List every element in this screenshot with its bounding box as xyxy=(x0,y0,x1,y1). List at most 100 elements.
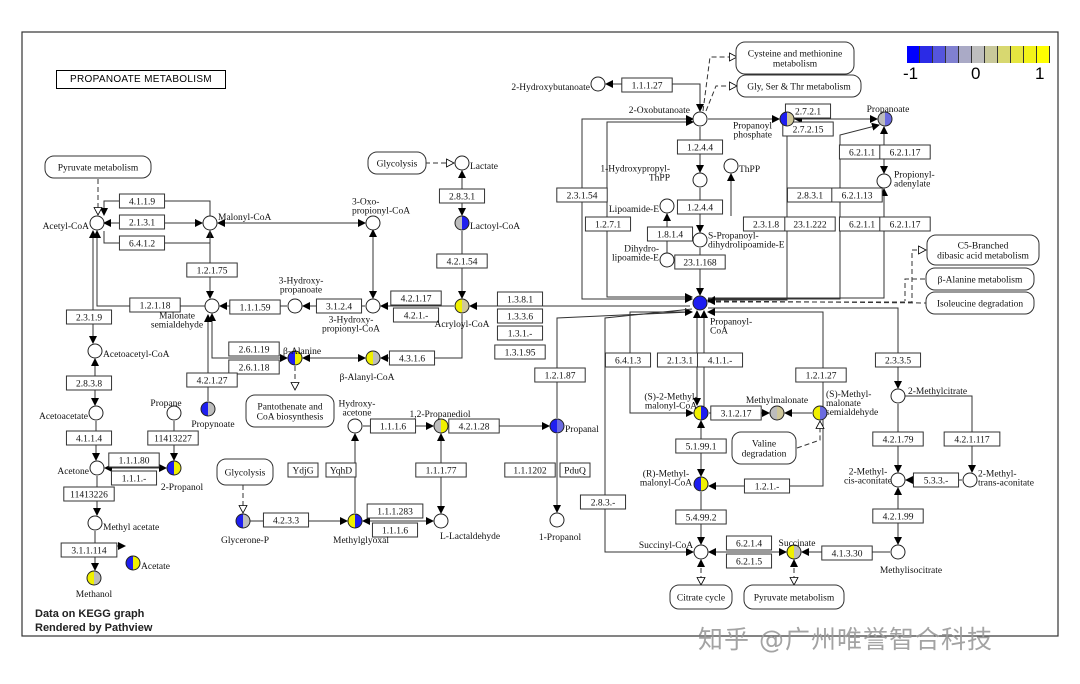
compound-succinate[interactable]: Succinate xyxy=(779,539,816,560)
enzyme-1-2-4-4[interactable]: 1.2.4.4 xyxy=(676,199,724,215)
compound-acetate[interactable]: Acetate xyxy=(125,555,170,572)
enzyme-6-4-1-2[interactable]: 6.4.1.2 xyxy=(118,235,166,251)
enzyme-2-7-2-1[interactable]: 2.7.2.1 xyxy=(784,103,832,119)
enzyme-2-3-1-8[interactable]: 2.3.1.8 xyxy=(742,216,790,232)
compound-acryloyl-coa[interactable]: Acryloyl-CoA xyxy=(435,298,490,330)
map-link-glycolysis[interactable]: Glycolysis xyxy=(367,151,427,175)
enzyme-2-3-3-5[interactable]: 2.3.3.5 xyxy=(874,352,922,368)
compound-2-propanol[interactable]: 2-Propanol xyxy=(161,460,204,493)
enzyme-1-1-1-6[interactable]: 1.1.1.6 xyxy=(369,418,417,434)
compound-acetone[interactable]: Acetone xyxy=(57,460,105,477)
compound-2-methyl-trans-aconitate[interactable]: 2-Methyl-trans-aconitate xyxy=(962,470,1034,489)
enzyme-3-1-2-17[interactable]: 3.1.2.17 xyxy=(710,405,762,421)
compound-malonyl-coa[interactable]: Malonyl-CoA xyxy=(202,213,271,231)
enzyme-2-8-3-8[interactable]: 2.8.3.8 xyxy=(65,375,113,391)
enzyme-ydjg[interactable]: YdjG xyxy=(287,462,319,478)
compound-propynoate[interactable]: Propynoate xyxy=(191,401,235,430)
enzyme-4-2-1-28[interactable]: 4.2.1.28 xyxy=(448,418,500,434)
compound-3-hydroxy-propanoate[interactable]: 3-Hydroxy-propanoate xyxy=(279,277,324,314)
enzyme-1-1-1-27[interactable]: 1.1.1.27 xyxy=(621,77,673,93)
enzyme-1-1-1-6[interactable]: 1.1.1.6 xyxy=(371,522,419,538)
enzyme-11413227[interactable]: 11413227 xyxy=(147,430,199,446)
enzyme-4-1-1-4[interactable]: 4.1.1.4 xyxy=(65,430,113,446)
compound-hydroxy-acetone[interactable]: Hydroxy-acetone xyxy=(339,400,376,434)
enzyme-2-7-2-15[interactable]: 2.7.2.15 xyxy=(782,121,834,137)
compound-propanal[interactable]: Propanal xyxy=(549,418,599,435)
compound-propane[interactable]: Propane xyxy=(150,399,182,421)
map-link-citrate-cycle[interactable]: Citrate cycle xyxy=(669,584,733,610)
compound-dihydro-lipoamide-e[interactable]: Dihydro-lipoamide-E xyxy=(612,245,675,268)
enzyme-6-4-1-3[interactable]: 6.4.1.3 xyxy=(604,352,652,368)
enzyme-2-1-3-1[interactable]: 2.1.3.1 xyxy=(118,214,166,230)
compound-acetoacetyl-coa[interactable]: Acetoacetyl-CoA xyxy=(87,343,170,360)
enzyme-1-2-1-87[interactable]: 1.2.1.87 xyxy=(534,367,586,383)
enzyme-1-1-1-77[interactable]: 1.1.1.77 xyxy=(415,462,467,478)
compound-alanine[interactable]: β-Alanine xyxy=(283,347,321,366)
compound-2-methyl-cis-aconitate[interactable]: 2-Methyl-cis-aconitate xyxy=(844,468,906,488)
compound-acetoacetate[interactable]: Acetoacetate xyxy=(39,405,104,422)
compound-lactoyl-coa[interactable]: Lactoyl-CoA xyxy=(454,215,520,232)
compound-1-propanol[interactable]: 1-Propanol xyxy=(539,512,582,543)
enzyme-1-8-1-4[interactable]: 1.8.1.4 xyxy=(646,226,694,242)
enzyme-1-1-1-80[interactable]: 1.1.1.80 xyxy=(108,452,160,468)
compound-propanoyl-coa[interactable]: Propanoyl-CoA xyxy=(692,295,752,337)
enzyme-2-3-1-54[interactable]: 2.3.1.54 xyxy=(556,187,608,203)
enzyme-23-1-168[interactable]: 23.1.168 xyxy=(674,254,726,270)
enzyme-6-2-1-17[interactable]: 6.2.1.17 xyxy=(879,144,931,160)
enzyme-2-8-3-1[interactable]: 2.8.3.1 xyxy=(786,187,834,203)
enzyme-2-1-3-1[interactable]: 2.1.3.1 xyxy=(656,352,704,368)
enzyme-4-2-1-54[interactable]: 4.2.1.54 xyxy=(436,253,488,269)
enzyme-4-3-1-6[interactable]: 4.3.1.6 xyxy=(388,350,436,366)
map-link-pyruvate-metabolism[interactable]: Pyruvate metabolism xyxy=(44,155,152,179)
enzyme-4-1-1[interactable]: 4.1.1.- xyxy=(696,352,744,368)
compound-glycerone-p[interactable]: Glycerone-P xyxy=(221,513,269,546)
enzyme-1-1-1-59[interactable]: 1.1.1.59 xyxy=(229,299,281,315)
compound-1-hydroxypropyl-thpp[interactable]: 1-Hydroxypropyl-ThPP xyxy=(600,165,708,188)
compound-methyl-acetate[interactable]: Methyl acetate xyxy=(87,515,159,533)
enzyme-6-2-1-4[interactable]: 6.2.1.4 xyxy=(725,535,773,551)
compound-s-propanoyl-dihydrolipoamide-e[interactable]: S-Propanoyl-dihydrolipoamide-E xyxy=(692,232,785,251)
enzyme-11413226[interactable]: 11413226 xyxy=(63,486,115,502)
enzyme-5-4-99-2[interactable]: 5.4.99.2 xyxy=(675,509,727,525)
enzyme-4-1-3-30[interactable]: 4.1.3.30 xyxy=(821,545,873,561)
enzyme-1-3-1-95[interactable]: 1.3.1.95 xyxy=(494,344,546,360)
enzyme-1-1-1[interactable]: 1.1.1.- xyxy=(110,470,158,486)
enzyme-4-2-1-79[interactable]: 4.2.1.79 xyxy=(872,431,924,447)
enzyme-1-2-1-75[interactable]: 1.2.1.75 xyxy=(186,262,238,278)
compound-methanol[interactable]: Methanol xyxy=(76,570,113,600)
compound-2-oxobutanoate[interactable]: 2-Oxobutanoate xyxy=(629,106,708,127)
enzyme-4-1-1-9[interactable]: 4.1.1.9 xyxy=(118,193,166,209)
enzyme-1-1-1202[interactable]: 1.1.1202 xyxy=(504,462,556,478)
enzyme-3-1-1-114[interactable]: 3.1.1.114 xyxy=(60,542,118,558)
compound-succinyl-coa[interactable]: Succinyl-CoA xyxy=(639,541,709,560)
enzyme-1-3-3-6[interactable]: 1.3.3.6 xyxy=(496,308,544,324)
enzyme-4-2-1-17[interactable]: 4.2.1.17 xyxy=(390,290,442,306)
compound-propionyl-adenylate[interactable]: Propionyl-adenylate xyxy=(876,171,935,190)
enzyme-4-2-3-3[interactable]: 4.2.3.3 xyxy=(262,512,310,528)
enzyme-1-1-1-283[interactable]: 1.1.1.283 xyxy=(366,503,424,519)
compound-methylglyoxal[interactable]: Methylglyoxal xyxy=(333,513,389,546)
enzyme-6-2-1-5[interactable]: 6.2.1.5 xyxy=(725,553,773,569)
enzyme-1-3-1[interactable]: 1.3.1.- xyxy=(496,325,544,341)
enzyme-pduq[interactable]: PduQ xyxy=(559,462,591,478)
compound-propanoate[interactable]: Propanoate xyxy=(867,105,910,127)
enzyme-1-2-4-4[interactable]: 1.2.4.4 xyxy=(676,139,724,155)
map-link-pyruvate-metabolism[interactable]: Pyruvate metabolism xyxy=(743,584,845,610)
enzyme-2-6-1-18[interactable]: 2.6.1.18 xyxy=(228,359,280,375)
compound-r-methyl-malonyl-coa[interactable]: (R)-Methyl-malonyl-CoA xyxy=(640,469,709,492)
enzyme-6-2-1-17[interactable]: 6.2.1.17 xyxy=(879,216,931,232)
map-link-gly-ser-thr-metabolism[interactable]: Gly, Ser & Thr metabolism xyxy=(736,74,862,98)
compound-thpp[interactable]: ThPP xyxy=(723,158,760,175)
enzyme-2-8-3[interactable]: 2.8.3.- xyxy=(579,494,627,510)
enzyme-23-1-222[interactable]: 23.1.222 xyxy=(784,216,836,232)
enzyme-yqhd[interactable]: YqhD xyxy=(325,462,357,478)
enzyme-6-2-1-1[interactable]: 6.2.1.1 xyxy=(838,216,886,232)
map-link-isoleucine-degradation[interactable]: Isoleucine degradation xyxy=(925,291,1035,315)
enzyme-2-6-1-19[interactable]: 2.6.1.19 xyxy=(228,341,280,357)
compound-l-lactaldehyde[interactable]: L-Lactaldehyde xyxy=(433,513,500,542)
